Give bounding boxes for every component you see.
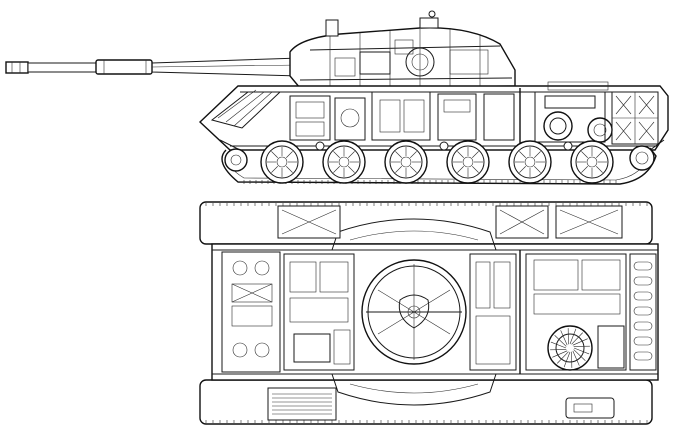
idler-wheel (224, 148, 248, 172)
return-roller (439, 141, 449, 151)
return-roller (563, 141, 573, 151)
gun-barrel (5, 57, 301, 77)
hull-side (198, 81, 669, 151)
drive-sprocket (629, 145, 655, 171)
road-wheel (384, 140, 428, 184)
stowage-boxes-right (267, 387, 615, 421)
road-wheels (260, 140, 614, 184)
road-wheel (260, 140, 304, 184)
side-view (5, 10, 669, 185)
turret (289, 10, 516, 89)
road-wheel (322, 140, 366, 184)
cooling-fan (547, 325, 593, 371)
road-wheel (446, 140, 490, 184)
road-wheel (508, 140, 552, 184)
top-view (199, 201, 659, 425)
turret-ring (361, 259, 467, 365)
stowage-boxes-left (277, 205, 623, 239)
return-roller (315, 141, 325, 151)
rear-exhaust-louvers (611, 91, 659, 145)
road-wheel (570, 140, 614, 184)
return-rollers (315, 141, 573, 151)
